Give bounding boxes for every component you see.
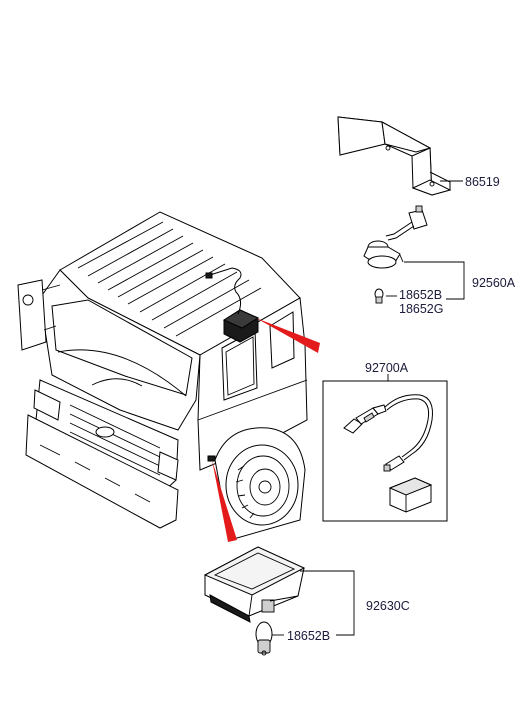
leader-92560A [404,261,465,300]
label-92630C: 92630C [366,599,410,613]
lamp-socket-92560A [363,205,428,269]
kit-frame-92700A [322,380,448,522]
bracket-86519 [337,116,452,196]
label-18652G: 18652G [399,302,443,316]
callout-arrow-side [212,460,237,542]
label-18652B-bottom: 18652B [287,629,330,643]
callout-arrow-roof [256,318,320,353]
roof-lamp-module [205,267,260,343]
bulb-18652B-top [374,288,384,304]
label-86519: 86519 [465,175,500,189]
lamp-92630C [203,546,306,623]
bulb-18652B-bottom [255,621,273,656]
label-92700A: 92700A [365,361,409,375]
lamp-harness-92700A [343,394,433,513]
truck-cab-illustration [17,211,308,541]
label-18652B-top: 18652B [399,288,442,302]
leader-92630C [300,570,355,636]
label-92560A: 92560A [472,276,516,290]
